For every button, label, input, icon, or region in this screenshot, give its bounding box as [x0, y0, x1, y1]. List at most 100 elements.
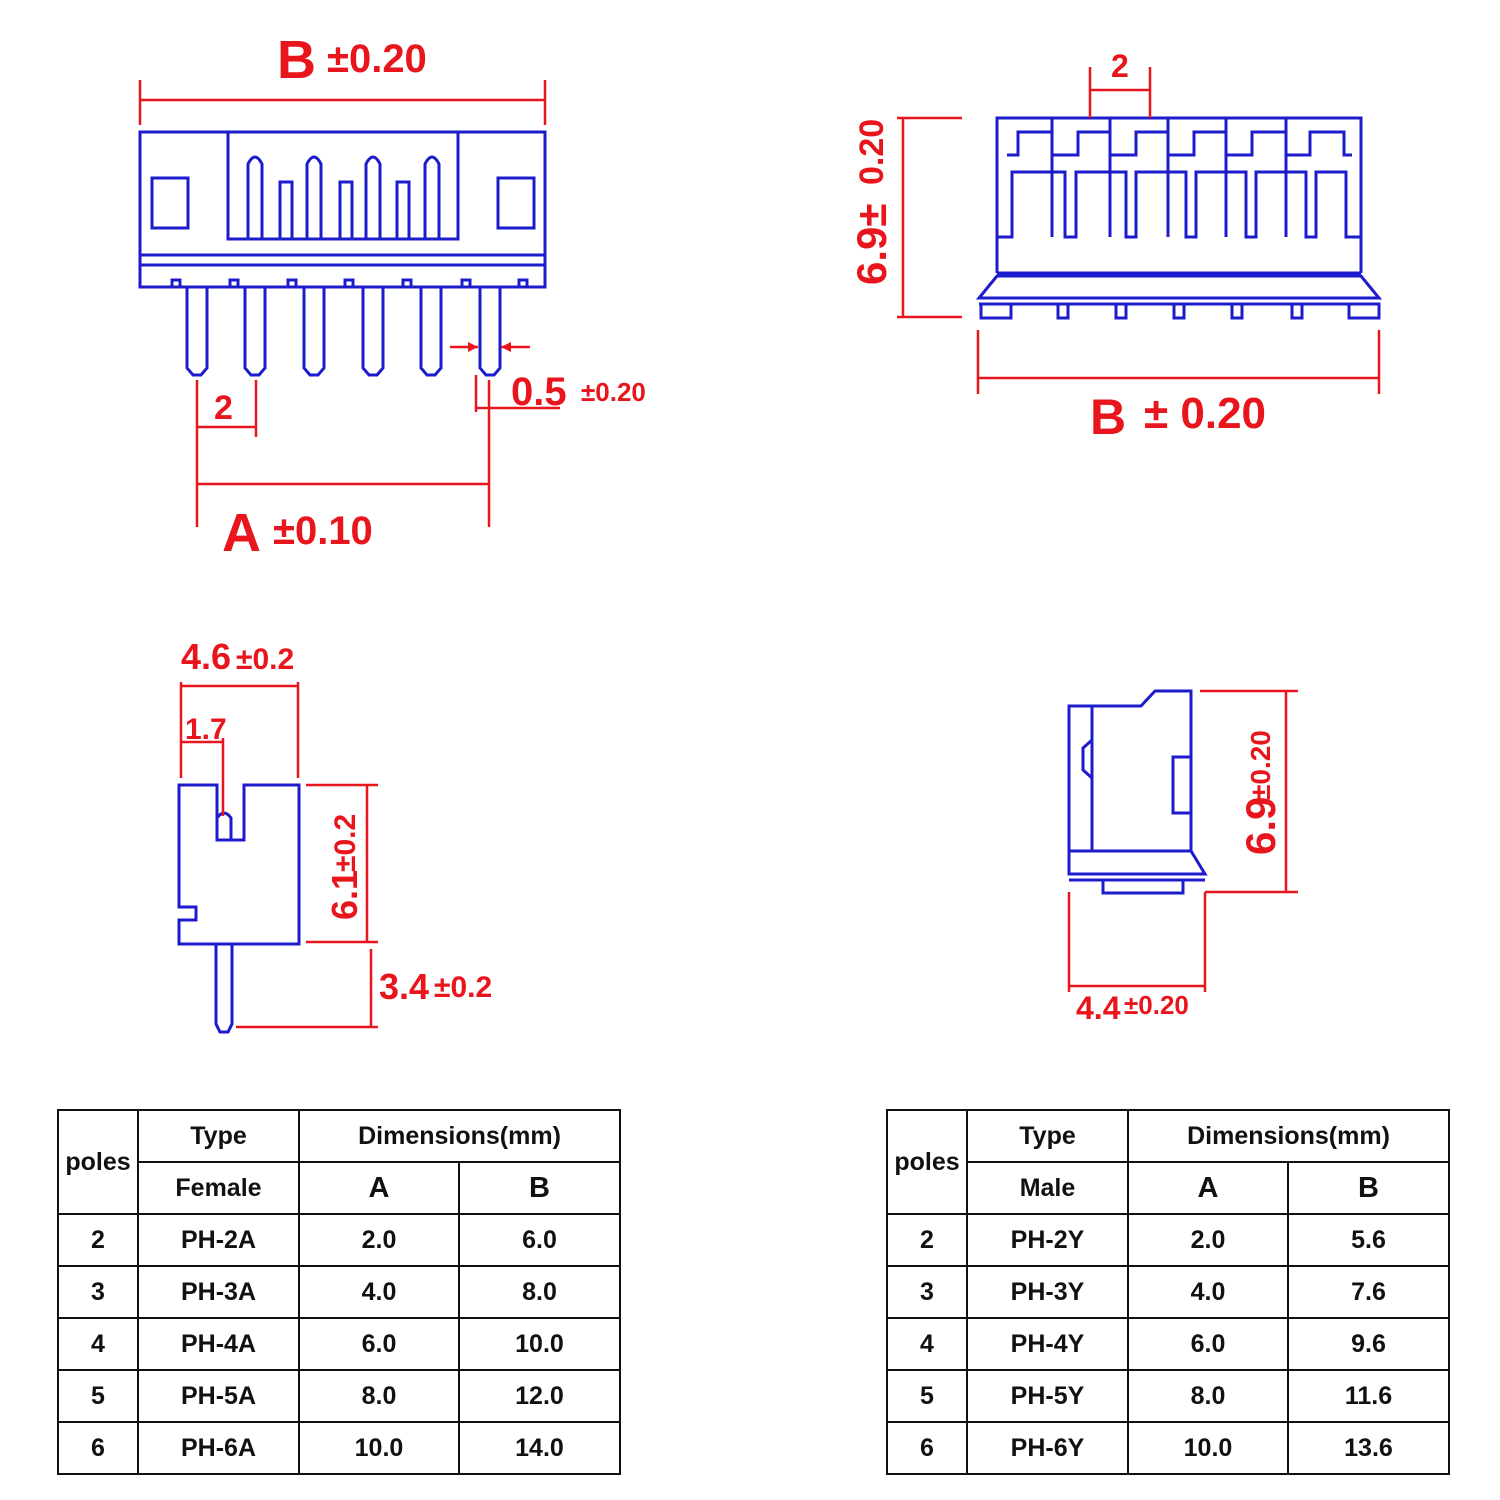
table-row: 4 PH-4A 6.0 10.0 [57, 1317, 621, 1371]
b-cell: 8.0 [458, 1265, 621, 1319]
b-cell: 10.0 [458, 1317, 621, 1371]
b-cell: 12.0 [458, 1369, 621, 1423]
poles-cell: 6 [886, 1421, 968, 1475]
table-row: 6 PH-6A 10.0 14.0 [57, 1421, 621, 1475]
b-cell: 11.6 [1287, 1369, 1450, 1423]
cavity-outline [997, 118, 1361, 239]
b-header: B [458, 1161, 621, 1215]
lock-window-right [496, 176, 536, 230]
contact-short [278, 180, 294, 241]
male-side-dimensions [1067, 689, 1298, 992]
poles-header: poles [886, 1109, 968, 1215]
height-label: 6.9± [848, 204, 895, 285]
type-cell: PH-5A [137, 1369, 300, 1423]
foot-left [979, 302, 1013, 320]
dimensions-header: Dimensions(mm) [1127, 1109, 1450, 1163]
a-header: A [298, 1161, 460, 1215]
a-cell: 10.0 [298, 1421, 460, 1475]
type-cell: PH-4Y [966, 1317, 1129, 1371]
contact-tall [246, 155, 264, 239]
pin-length-tolerance: ±0.2 [434, 971, 492, 1004]
pin-width-label: 0.5 [511, 370, 567, 414]
arrow [468, 342, 478, 352]
b-header: B [1287, 1161, 1450, 1215]
female-side-view [177, 783, 301, 1034]
poles-header: poles [57, 1109, 139, 1215]
poles-cell: 2 [57, 1213, 139, 1267]
latch [1081, 738, 1093, 780]
pcb-pin [214, 944, 234, 1034]
poles-cell: 5 [886, 1369, 968, 1423]
contact-tall [364, 155, 382, 239]
table-row: 5 PH-5A 8.0 12.0 [57, 1369, 621, 1423]
table-subheader-row: Female A B [58, 1161, 621, 1215]
a-cell: 8.0 [1127, 1369, 1289, 1423]
depth-tolerance: ±0.20 [1124, 990, 1189, 1020]
b-cell: 9.6 [1287, 1317, 1450, 1371]
lock-window-left [150, 176, 190, 230]
pitch-label: 2 [1111, 48, 1129, 84]
height-tolerance: 0.20 [853, 119, 891, 185]
width-tolerance: ± 0.20 [1144, 389, 1266, 438]
table-row: 3 PH-3A 4.0 8.0 [57, 1265, 621, 1319]
type-cell: PH-2A [137, 1213, 300, 1267]
span-tolerance: ±0.10 [273, 509, 373, 553]
type-cell: PH-6Y [966, 1421, 1129, 1475]
base-notches [170, 278, 529, 287]
dimensions-header: Dimensions(mm) [298, 1109, 621, 1163]
housing-outline [177, 783, 301, 946]
foot [1101, 878, 1185, 895]
kind-header: Female [137, 1161, 300, 1215]
contact-tall [423, 155, 441, 239]
type-cell: PH-6A [137, 1421, 300, 1475]
male-front-dimensions [897, 67, 1381, 394]
female-side-dimensions [179, 682, 378, 1029]
height-label: 6.1 [324, 870, 365, 920]
a-header: A [1127, 1161, 1289, 1215]
depth-tolerance: ±0.2 [236, 643, 294, 676]
latch [215, 811, 233, 840]
type-cell: PH-4A [137, 1317, 300, 1371]
a-cell: 4.0 [1127, 1265, 1289, 1319]
table-row: 4 PH-4Y 6.0 9.6 [886, 1317, 1450, 1371]
table-header-row: poles Type Dimensions(mm) [57, 1109, 621, 1215]
b-cell: 5.6 [1287, 1213, 1450, 1267]
type-cell: PH-3Y [966, 1265, 1129, 1319]
poles-cell: 3 [886, 1265, 968, 1319]
female-dimension-table: poles Type Dimensions(mm) Female A B 2 P… [57, 1109, 621, 1475]
b-cell: 6.0 [458, 1213, 621, 1267]
height-tolerance: ±0.20 [1245, 730, 1276, 800]
flange [975, 274, 1383, 300]
housing-outline [995, 116, 1363, 273]
base-pegs [1056, 302, 1304, 320]
poles-cell: 4 [57, 1317, 139, 1371]
pin-width-tolerance: ±0.20 [581, 377, 646, 407]
table-row: 2 PH-2A 2.0 6.0 [57, 1213, 621, 1267]
contact-tall [305, 155, 323, 239]
table-row: 2 PH-2Y 2.0 5.6 [886, 1213, 1450, 1267]
female-front-view [138, 130, 547, 377]
type-header: Type [966, 1109, 1129, 1163]
poles-cell: 2 [886, 1213, 968, 1267]
lock-slot [1171, 755, 1193, 815]
a-cell: 6.0 [1127, 1317, 1289, 1371]
type-cell: PH-5Y [966, 1369, 1129, 1423]
pin-length-label: 3.4 [379, 966, 429, 1007]
a-cell: 6.0 [298, 1317, 460, 1371]
depth-label: 4.4 [1076, 990, 1121, 1026]
b-cell: 13.6 [1287, 1421, 1450, 1475]
b-cell: 7.6 [1287, 1265, 1450, 1319]
table-row: 5 PH-5Y 8.0 11.6 [886, 1369, 1450, 1423]
poles-cell: 5 [57, 1369, 139, 1423]
table-row: 6 PH-6Y 10.0 13.6 [886, 1421, 1450, 1475]
a-cell: 8.0 [298, 1369, 460, 1423]
contact-short [338, 180, 354, 241]
width-label-b: B [1090, 389, 1126, 445]
foot-right [1347, 302, 1381, 320]
female-front-dimensions [138, 80, 560, 527]
kind-header: Male [966, 1161, 1129, 1215]
b-cell: 14.0 [458, 1421, 621, 1475]
table-header-row: poles Type Dimensions(mm) [886, 1109, 1450, 1215]
a-cell: 4.0 [298, 1265, 460, 1319]
